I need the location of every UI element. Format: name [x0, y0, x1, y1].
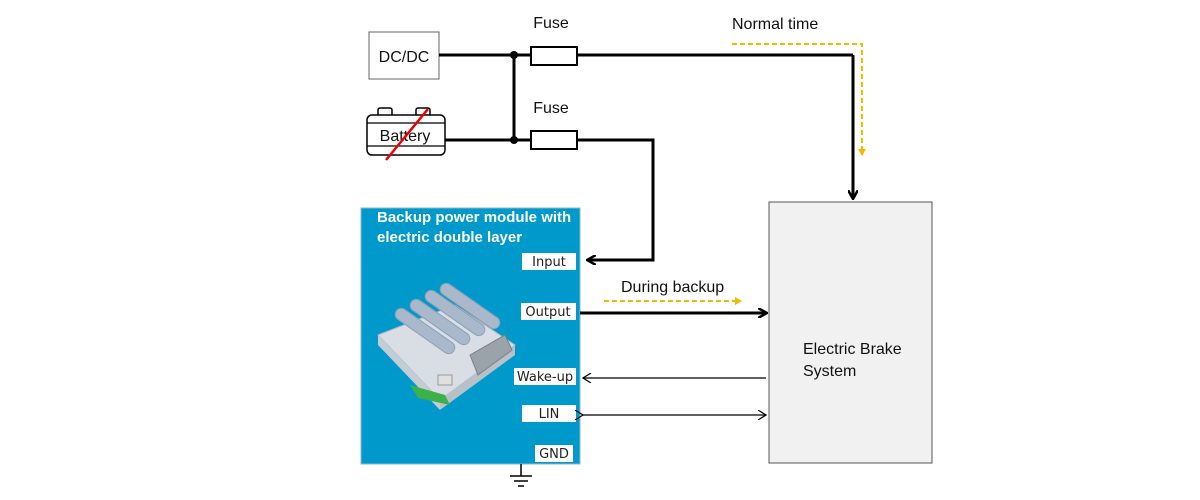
ground-icon [510, 464, 532, 487]
electric-brake-system: Electric Brake System [768, 201, 933, 464]
fuse-top: Fuse [530, 15, 578, 66]
pin-input-label: Input [532, 255, 566, 270]
capacitor-module-illustration [377, 282, 516, 410]
backup-flow: During backup [604, 279, 742, 305]
pin-lin-label: LIN [539, 407, 560, 422]
pin-input: Input [522, 253, 576, 270]
normal-flow-arrow [732, 43, 866, 156]
fuse-top-label: Fuse [533, 15, 569, 32]
backup-power-module: Backup power module with electric double… [360, 207, 581, 465]
power-wiring [439, 51, 853, 260]
pin-wake-up: Wake-up [514, 368, 576, 385]
pin-gnd: GND [535, 445, 573, 462]
ebs-label-line2: System [803, 363, 856, 380]
junction-dot [510, 51, 518, 59]
ebs-label-line1: Electric Brake [803, 341, 902, 358]
dcdc-converter: DC/DC [368, 31, 440, 80]
battery-icon: Battery [366, 107, 446, 161]
module-title-line2: electric double layer [377, 229, 522, 246]
pin-wake-up-label: Wake-up [517, 370, 573, 385]
normal-time-label: Normal time [732, 16, 818, 33]
disconnected-slash-icon [385, 108, 429, 161]
junction-dot [510, 136, 518, 144]
fuse-bottom-label: Fuse [533, 100, 569, 117]
pin-output-label: Output [525, 305, 570, 320]
during-backup-label: During backup [621, 279, 724, 296]
pin-lin: LIN [522, 405, 576, 422]
module-title-line1: Backup power module with [377, 209, 571, 226]
normal-time-flow: Normal time [732, 16, 866, 156]
fuse-bottom: Fuse [530, 100, 578, 150]
dcdc-label: DC/DC [379, 49, 430, 66]
pin-gnd-label: GND [539, 447, 569, 462]
pin-output: Output [521, 303, 576, 320]
